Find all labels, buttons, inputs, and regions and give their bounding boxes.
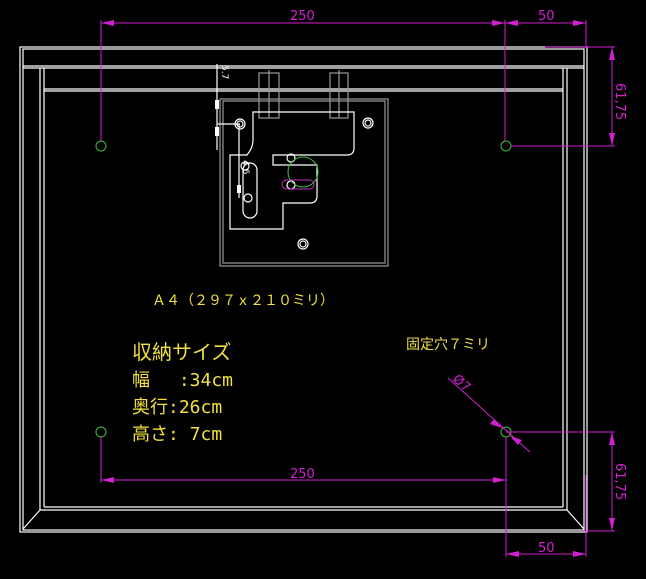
mechanism-dimension-1: 5.7	[219, 65, 229, 79]
storage-size-title: 収納サイズ	[132, 340, 232, 364]
storage-height: 高さ: 7cm	[132, 424, 223, 445]
dimension-right-bottom: 61,75	[612, 463, 627, 500]
storage-width: 幅 :34cm	[132, 370, 234, 391]
fixing-hole	[95, 140, 107, 152]
dimension-right-top: 61,75	[612, 83, 627, 120]
fixing-hole-note: 固定穴７ミリ	[406, 337, 490, 353]
latch-mechanism: 5.7 4.6	[215, 64, 389, 267]
dimension-bottom-span: 250	[290, 467, 315, 482]
hole-diameter-label: Ø7	[449, 372, 473, 396]
dimension-bottom-offset: 50	[538, 541, 555, 556]
fixing-hole	[500, 140, 512, 152]
storage-depth: 奥行:26cm	[132, 397, 223, 418]
box-frame	[19, 46, 588, 533]
dimension-top-offset: 50	[538, 9, 555, 24]
paper-size-note: Ａ４（２９７ｘ２１０ミリ）	[152, 293, 334, 309]
dimension-top-span: 250	[290, 9, 315, 24]
mechanism-dimension-2: 4.6	[240, 160, 250, 175]
dimension-lines: 250 50 61,75 250 61,75 50 Ø7	[100, 9, 627, 557]
fixing-hole	[95, 426, 107, 438]
